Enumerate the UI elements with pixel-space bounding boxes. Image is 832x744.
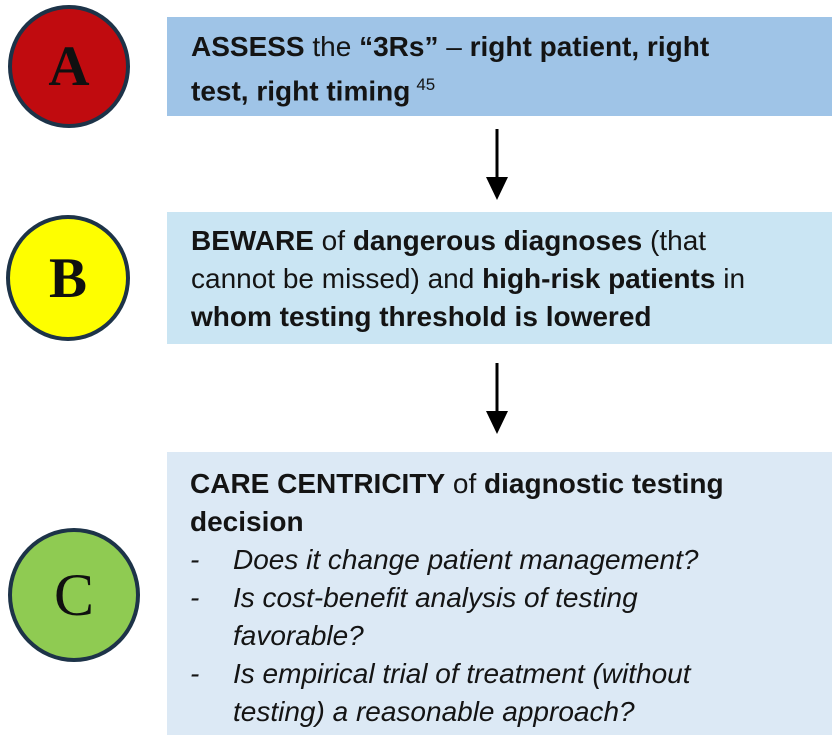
step-c-letter: C [53, 562, 95, 628]
text-segment: decision [190, 506, 304, 537]
arrow-head [486, 411, 508, 434]
text-segment: test, right timing [191, 75, 411, 107]
bullet-text: favorable? [233, 620, 364, 651]
text-segment: right patient, right [469, 31, 710, 62]
bullet-text: Is empirical trial of treatment (without [233, 658, 691, 689]
bullet-item: - Is cost-benefit analysis of testing [190, 579, 818, 617]
text-segment: ASSESS [191, 31, 305, 62]
bullet-item-continuation: testing) a reasonable approach? [190, 693, 818, 731]
bullet-dash-spacer [190, 693, 233, 731]
text-segment: BEWARE [191, 225, 314, 256]
reference-superscript: 45 [416, 75, 436, 94]
text-segment: high-risk patients [482, 263, 716, 294]
bullet-dash: - [190, 658, 200, 689]
assess-box: ASSESS the “3Rs” – right patient, right … [167, 17, 832, 116]
down-arrow-icon [486, 129, 508, 200]
bullet-text: Is cost-benefit analysis of testing [233, 582, 638, 613]
text-segment: the [304, 31, 360, 62]
step-c-circle: C [8, 528, 140, 662]
arrow-head [486, 177, 508, 200]
care-title-line-1: CARE CENTRICITY of diagnostic testing [190, 465, 818, 503]
text-segment: – [438, 31, 470, 62]
step-b-circle: B [6, 215, 130, 341]
step-a-letter: A [48, 35, 90, 98]
text-segment: “3Rs” [359, 31, 439, 62]
text-segment: CARE CENTRICITY [190, 468, 446, 499]
down-arrow-icon [486, 363, 508, 434]
bullet-item: - Is empirical trial of treatment (witho… [190, 655, 818, 693]
bullet-text: Does it change patient management? [233, 544, 699, 575]
text-segment: of [313, 225, 353, 256]
text-segment: cannot be missed) and [191, 263, 483, 294]
text-segment: whom testing threshold is lowered [191, 301, 652, 332]
text-segment: (that [642, 225, 707, 256]
bullet-item-continuation: favorable? [190, 617, 818, 655]
bullet-dash-spacer [190, 617, 233, 655]
assess-line-2: test, right timing 45 [191, 66, 818, 110]
bullet-item: - Does it change patient management? [190, 541, 818, 579]
beware-line-1: BEWARE of dangerous diagnoses (that [191, 222, 818, 260]
care-centricity-box: CARE CENTRICITY of diagnostic testing de… [167, 452, 832, 735]
text-segment: of [445, 468, 485, 499]
bullet-dash: - [190, 582, 200, 613]
care-title-line-2: decision [190, 503, 818, 541]
beware-line-3: whom testing threshold is lowered [191, 298, 818, 336]
assess-line-1: ASSESS the “3Rs” – right patient, right [191, 28, 818, 66]
bullet-text: testing) a reasonable approach? [233, 696, 635, 727]
text-segment: diagnostic testing [484, 468, 724, 499]
beware-line-2: cannot be missed) and high-risk patients… [191, 260, 818, 298]
beware-box: BEWARE of dangerous diagnoses (that cann… [167, 212, 832, 344]
bullet-dash: - [190, 544, 200, 575]
text-segment: in [715, 263, 746, 294]
text-segment: dangerous diagnoses [352, 225, 643, 256]
step-a-circle: A [8, 5, 130, 128]
step-b-letter: B [48, 246, 88, 310]
